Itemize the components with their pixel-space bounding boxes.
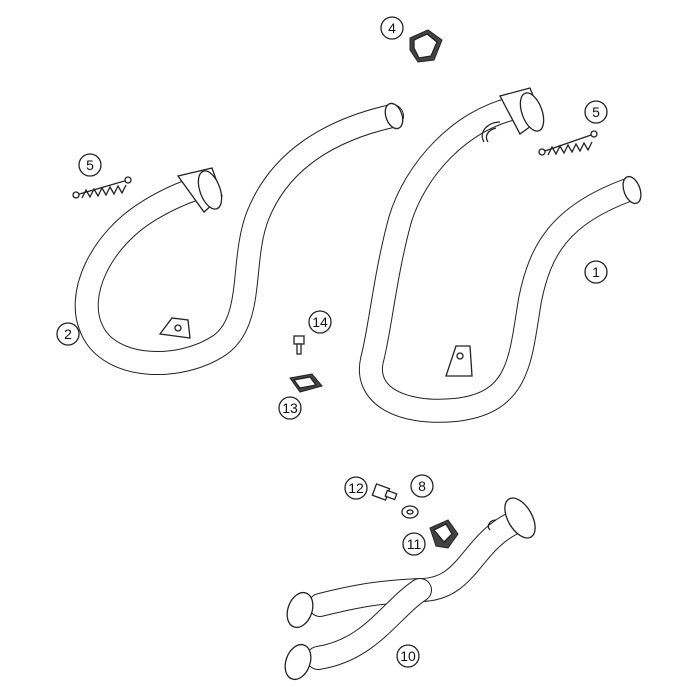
callout-13: 13: [278, 396, 302, 420]
callout-4: 4: [380, 16, 404, 40]
svg-text:4: 4: [388, 20, 396, 36]
callout-14: 14: [308, 310, 332, 334]
spring-left: [72, 176, 132, 199]
clamp-11: [429, 519, 459, 549]
svg-text:10: 10: [400, 648, 416, 664]
y-pipe: [284, 497, 536, 681]
callout-11: 11: [402, 532, 426, 556]
callout-5-right: 5: [584, 100, 608, 124]
svg-text:1: 1: [592, 264, 600, 280]
clip-nut-13: [289, 373, 323, 393]
washer-8: [401, 505, 419, 519]
svg-text:14: 14: [312, 314, 328, 330]
header-pipe-left: [74, 102, 404, 375]
callout-5-left: 5: [78, 153, 102, 177]
callout-8: 8: [410, 474, 434, 498]
svg-text:5: 5: [86, 157, 94, 173]
bolt-12: [371, 483, 398, 501]
callout-12: 12: [344, 476, 368, 500]
screw-14: [293, 335, 305, 355]
svg-text:5: 5: [592, 104, 600, 120]
svg-text:2: 2: [64, 326, 72, 342]
svg-text:11: 11: [407, 536, 422, 552]
svg-text:12: 12: [348, 480, 364, 496]
gasket: [409, 29, 443, 63]
svg-text:8: 8: [418, 478, 426, 494]
callout-10: 10: [396, 644, 420, 668]
callout-2: 2: [56, 322, 80, 346]
callout-1: 1: [584, 260, 608, 284]
header-pipe-right: [358, 87, 642, 423]
svg-text:13: 13: [282, 400, 298, 416]
spring-right: [538, 130, 598, 156]
